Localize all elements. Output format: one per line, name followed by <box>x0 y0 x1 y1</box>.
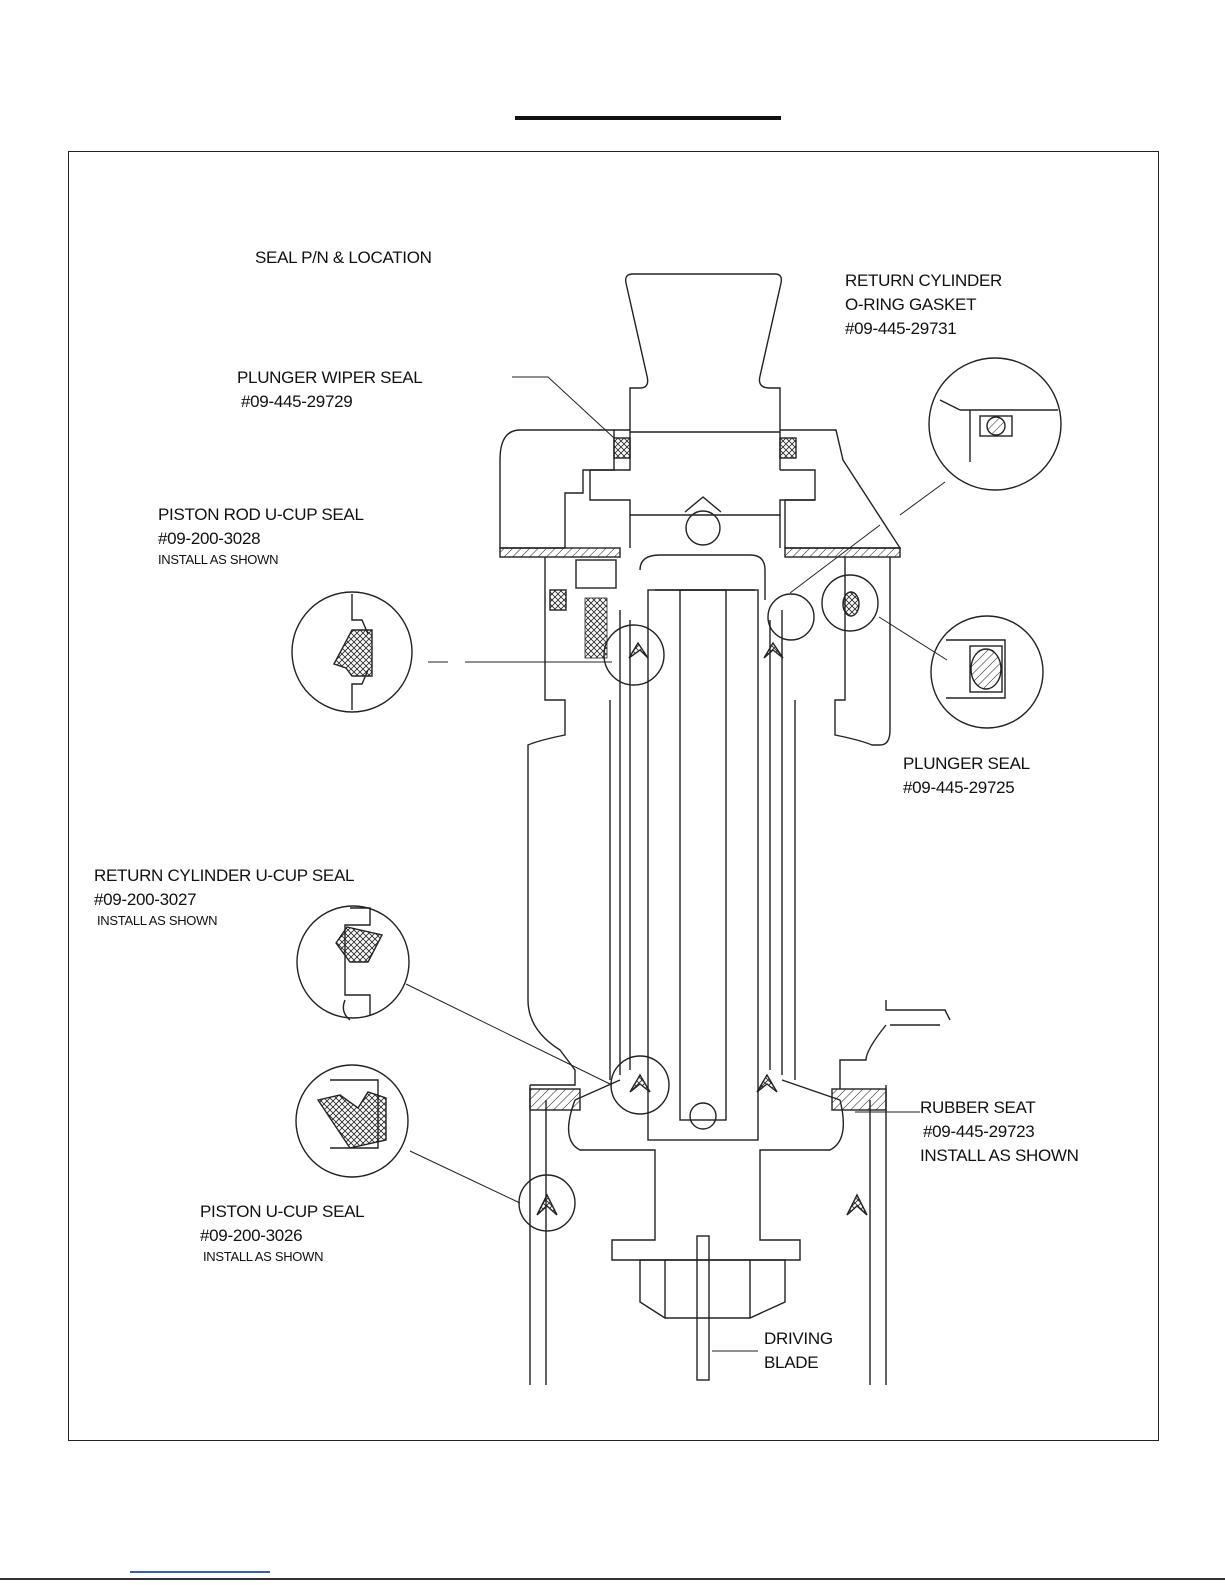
label-install-note: INSTALL AS SHOWN <box>97 913 218 928</box>
label-name: RETURN CYLINDER U-CUP SEAL <box>94 866 355 885</box>
label-return-cylinder-ucup: RETURN CYLINDER U-CUP SEAL #09-200-3027 … <box>94 864 354 930</box>
label-part-number: #09-445-29725 <box>903 778 1015 797</box>
label-name: RETURN CYLINDER <box>845 271 1003 290</box>
label-name: PISTON ROD U-CUP SEAL <box>158 505 364 524</box>
label-part-number: #09-445-29729 <box>241 392 353 411</box>
label-name: PISTON U-CUP SEAL <box>200 1202 365 1221</box>
label-plunger-wiper-seal: PLUNGER WIPER SEAL #09-445-29729 <box>237 366 423 414</box>
blade-nut <box>639 1259 786 1319</box>
label-install-note: INSTALL AS SHOWN <box>203 1249 324 1264</box>
label-install-note: INSTALL AS SHOWN <box>158 552 279 567</box>
label-part-number: #09-200-3028 <box>158 529 261 548</box>
cylinder-lower-body <box>529 1085 887 1385</box>
label-name: PLUNGER SEAL <box>903 754 1030 773</box>
footer-rule <box>0 1578 1225 1580</box>
detail-piston-ucup <box>295 1064 409 1178</box>
title-underline <box>515 116 781 120</box>
plunger-head <box>624 273 783 433</box>
label-part-number: #09-445-29723 <box>923 1122 1035 1141</box>
cylinder-upper-body <box>527 557 576 1086</box>
label-piston-ucup: PISTON U-CUP SEAL #09-200-3026 INSTALL A… <box>200 1200 365 1266</box>
diagram-heading: SEAL P/N & LOCATION <box>255 248 432 267</box>
label-rubber-seat: RUBBER SEAT #09-445-29723 INSTALL AS SHO… <box>920 1096 1079 1168</box>
label-piston-rod-ucup: PISTON ROD U-CUP SEAL #09-200-3028 INSTA… <box>158 503 364 569</box>
detail-plunger-seal <box>930 615 1044 729</box>
label-part-number: #09-200-3026 <box>200 1226 303 1245</box>
label-driving-blade: DRIVING BLADE <box>764 1327 833 1375</box>
detail-return-cylinder-ucup <box>296 905 410 1021</box>
ball-valve <box>685 510 721 546</box>
label-name: RUBBER SEAT <box>920 1098 1036 1117</box>
label-part-number: #09-200-3027 <box>94 890 197 909</box>
label-return-cylinder-gasket: RETURN CYLINDER O-RING GASKET #09-445-29… <box>845 269 1002 341</box>
label-install-note: INSTALL AS SHOWN <box>920 1146 1079 1165</box>
label-name: PLUNGER WIPER SEAL <box>237 368 423 387</box>
housing-cap <box>499 429 615 549</box>
label-name-2: O-RING GASKET <box>845 295 977 314</box>
label-part-number: #09-445-29731 <box>845 319 957 338</box>
diagram-frame <box>68 151 1159 1441</box>
plunger-rod <box>647 589 759 1141</box>
label-name: DRIVING <box>764 1329 833 1348</box>
label-plunger-seal: PLUNGER SEAL #09-445-29725 <box>903 752 1030 800</box>
label-name-2: BLADE <box>764 1353 819 1372</box>
detail-return-cylinder-gasket <box>928 357 1062 491</box>
driving-blade-shape <box>696 1235 710 1381</box>
footer-link-underline <box>130 1571 270 1573</box>
detail-piston-rod-ucup <box>291 591 413 713</box>
